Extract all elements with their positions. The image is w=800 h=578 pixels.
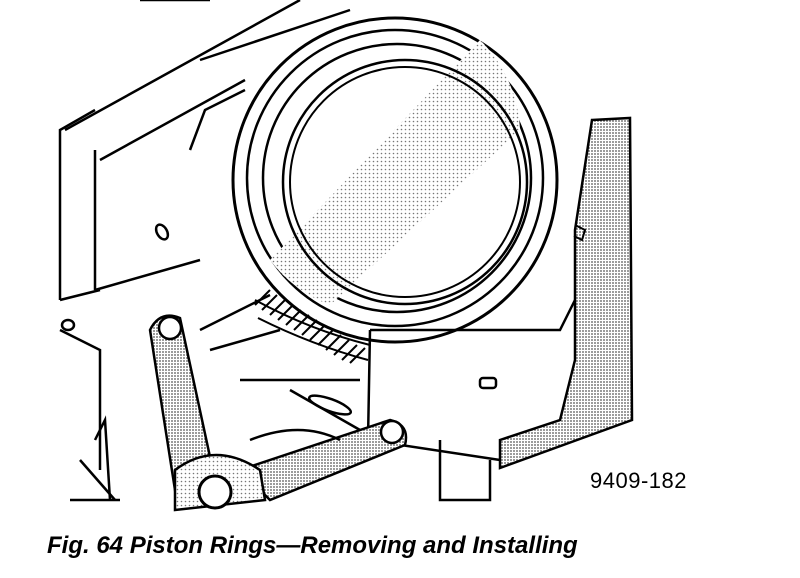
engine-block [58,0,351,502]
pivot-hub [173,428,341,512]
tool-band-shaded [498,116,634,470]
piston [231,16,559,344]
piston-ring-illustration [58,0,634,512]
right-handle [237,418,408,502]
figure-caption: Fig. 64 Piston Rings—Removing and Instal… [47,532,578,559]
ring-spring-coil [254,224,587,364]
left-handle [148,314,217,492]
figure-reference-code: 9409-182 [590,468,687,493]
